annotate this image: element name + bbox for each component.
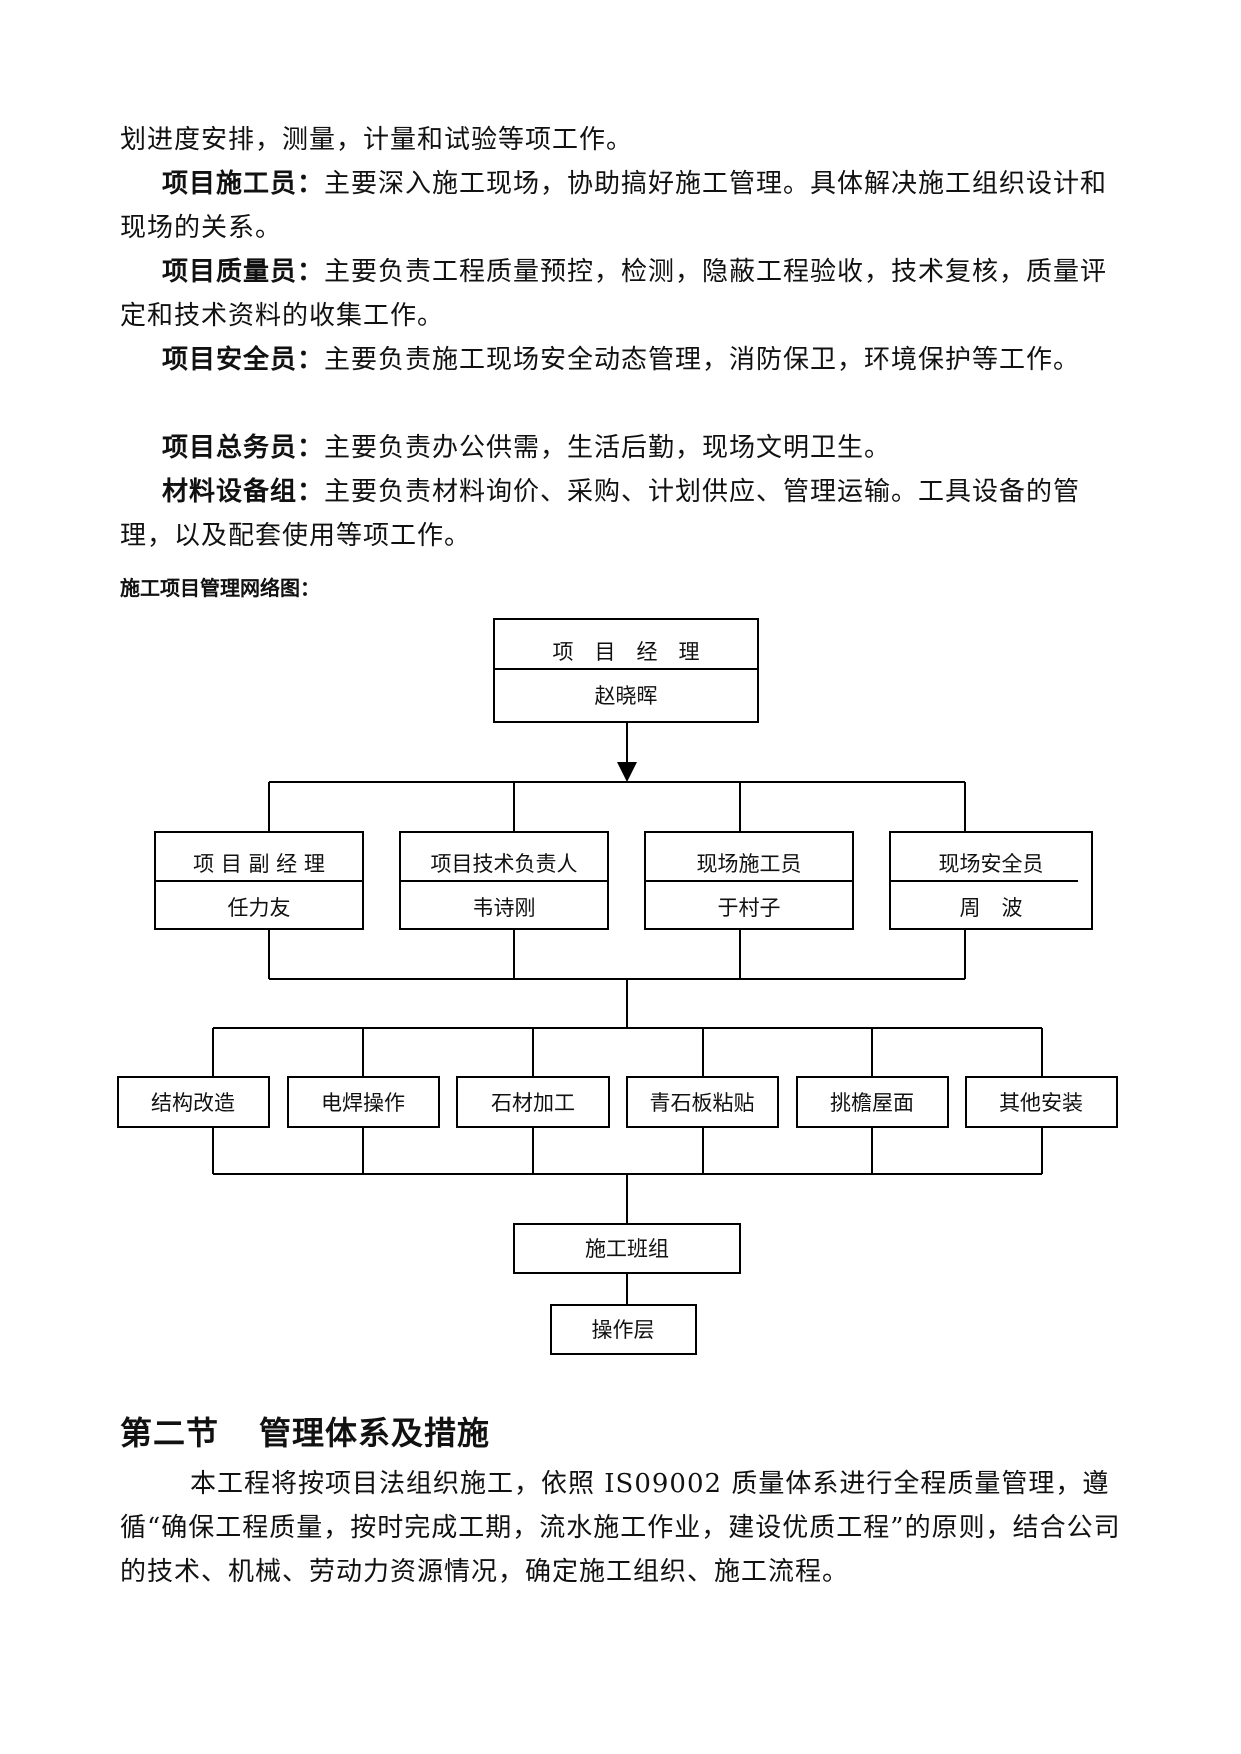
section-title: 管理体系及措施 xyxy=(259,1414,491,1452)
crew-label: 施工班组 xyxy=(585,1237,669,1261)
paragraph-safety-officer: 项目安全员：主要负责施工现场安全动态管理，消防保卫，环境保护等工作。 xyxy=(120,338,1130,382)
paragraph-construction-officer: 项目施工员：主要深入施工现场，协助搞好施工管理。具体解决施工组织设计和现场的关系… xyxy=(120,162,1130,250)
team-label: 电焊操作 xyxy=(321,1091,405,1115)
term-label: 项目质量员： xyxy=(162,257,325,287)
deputy-title: 现场施工员 xyxy=(697,852,802,876)
team-label: 石材加工 xyxy=(491,1091,575,1115)
paragraph-text: 主要负责材料询价、采购、计划供应、管理运输。工具设备的管理，以及配套使用等项工作… xyxy=(120,477,1081,551)
paragraph-text: 主要深入施工现场，协助搞好施工管理。具体解决施工组织设计和现场的关系。 xyxy=(120,169,1108,243)
layer-box xyxy=(550,1304,697,1355)
deputy-name: 于村子 xyxy=(718,896,781,920)
section-number: 第二节 xyxy=(120,1414,220,1452)
paragraph-continuation: 划进度安排，测量，计量和试验等项工作。 xyxy=(120,118,1130,162)
paragraph-materials-group: 材料设备组：主要负责材料询价、采购、计划供应、管理运输。工具设备的管理，以及配套… xyxy=(120,470,1130,558)
paragraph-text: 主要负责办公供需，生活后勤，现场文明卫生。 xyxy=(324,433,892,463)
section-body: 本工程将按项目法组织施工，依照 IS09002 质量体系进行全程质量管理，遵循“… xyxy=(120,1469,1121,1587)
term-label: 项目安全员： xyxy=(162,345,325,375)
term-label: 项目施工员： xyxy=(162,169,325,199)
deputy-title: 现场安全员 xyxy=(939,852,1044,876)
manager-name: 赵晓晖 xyxy=(595,684,658,708)
manager-title: 项 目 经 理 xyxy=(553,640,700,664)
team-box xyxy=(117,1076,270,1128)
paragraph-quality-officer: 项目质量员：主要负责工程质量预控，检测，隐蔽工程验收，技术复核，质量评定和技术资… xyxy=(120,250,1130,338)
chart-caption: 施工项目管理网络图： xyxy=(120,576,320,600)
deputy-title: 项目技术负责人 xyxy=(431,852,578,876)
paragraph-text: 主要负责施工现场安全动态管理，消防保卫，环境保护等工作。 xyxy=(324,345,1081,375)
deputy-name: 周 波 xyxy=(960,896,1023,920)
layer-label: 操作层 xyxy=(592,1318,655,1342)
deputy-name: 韦诗刚 xyxy=(473,896,536,920)
term-label: 材料设备组： xyxy=(162,477,325,507)
team-label: 其他安装 xyxy=(999,1091,1083,1115)
paragraph-text: 主要负责工程质量预控，检测，隐蔽工程验收，技术复核，质量评定和技术资料的收集工作… xyxy=(120,257,1108,331)
team-label: 青石板粘贴 xyxy=(650,1091,755,1115)
paragraph-text: 划进度安排，测量，计量和试验等项工作。 xyxy=(120,125,634,155)
deputy-name: 任力友 xyxy=(228,896,291,920)
section-heading: 第二节 管理体系及措施 xyxy=(120,1408,490,1454)
team-label: 结构改造 xyxy=(151,1091,235,1115)
team-label: 挑檐屋面 xyxy=(830,1091,914,1115)
term-label: 项目总务员： xyxy=(162,433,325,463)
paragraph-general-affairs: 项目总务员：主要负责办公供需，生活后勤，现场文明卫生。 xyxy=(120,426,1130,470)
deputy-title: 项 目 副 经 理 xyxy=(193,852,325,876)
